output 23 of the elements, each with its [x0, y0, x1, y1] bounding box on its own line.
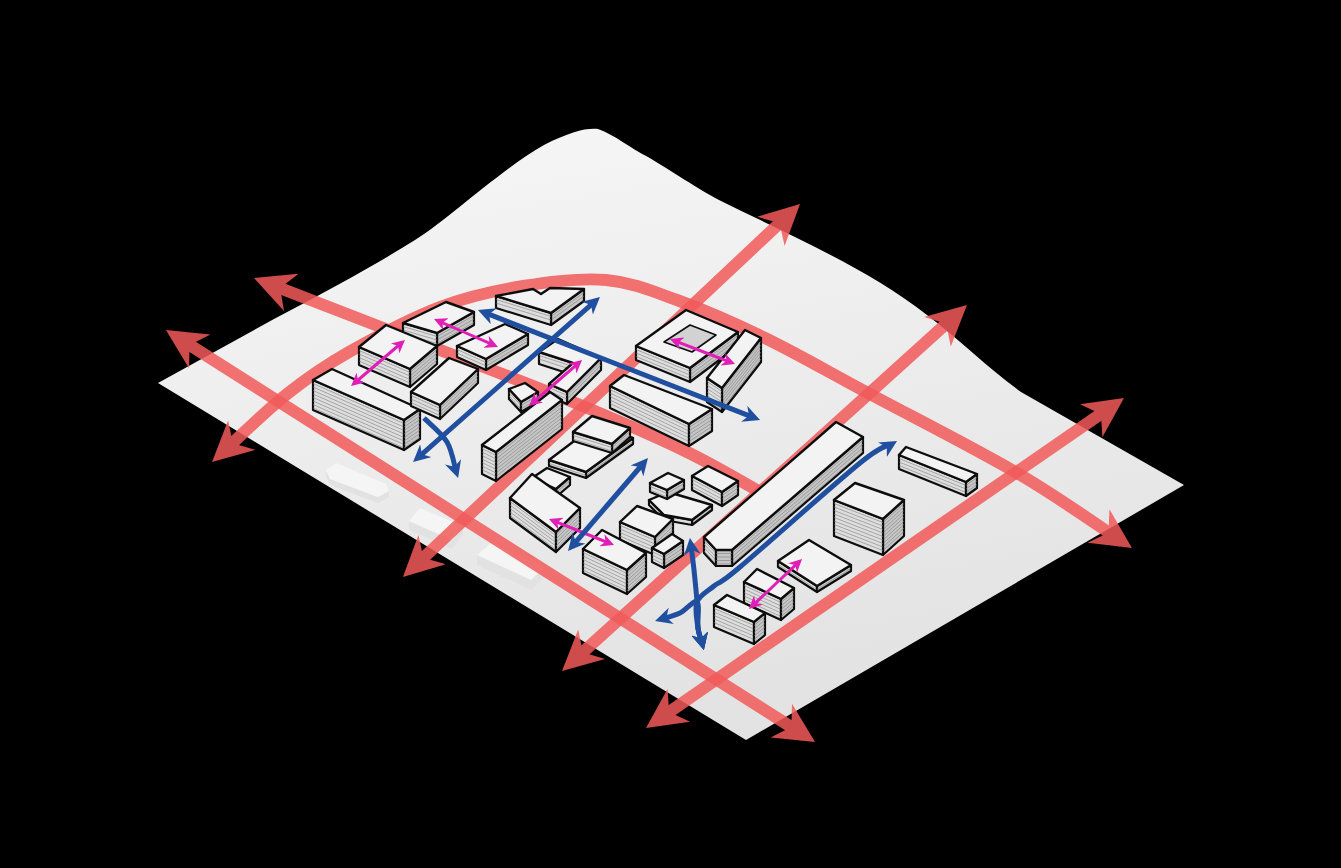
building-block: [409, 356, 480, 421]
building-block: [455, 322, 530, 372]
double-arrow: [351, 339, 405, 387]
double-arrow: [568, 458, 648, 551]
building-block: [581, 528, 648, 596]
arrow: [422, 416, 462, 479]
double-arrow: [549, 517, 614, 547]
building-block: [897, 445, 979, 498]
building-block: [547, 414, 635, 480]
double-arrow: [434, 318, 498, 348]
building-block: [776, 538, 853, 594]
double-arrow: [477, 308, 761, 422]
building-block: [712, 593, 767, 646]
building-block: [494, 286, 586, 327]
double-arrow: [748, 559, 803, 609]
building-block: [705, 328, 763, 414]
double-arrow: [528, 360, 583, 406]
double-arrow: [669, 337, 736, 366]
building-block: [311, 367, 422, 452]
double-arrow: [683, 538, 708, 651]
building-block: [508, 466, 582, 554]
building-block: [832, 481, 906, 557]
double-arrow: [413, 296, 600, 463]
